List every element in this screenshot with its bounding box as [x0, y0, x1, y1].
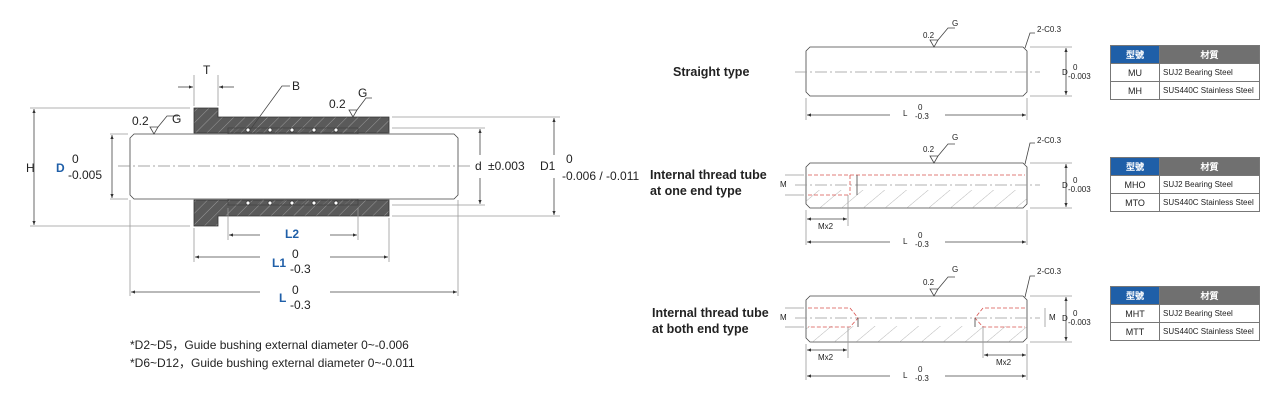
dim-D: D — [1062, 314, 1068, 323]
header-model: 型號 — [1110, 286, 1160, 305]
tol-lower: -0.3 — [915, 112, 929, 121]
material: SUS440C Stainless Steel — [1159, 81, 1260, 100]
tol-lower: -0.003 — [1068, 318, 1091, 327]
note: *D2~D5，Guide bushing external diameter 0… — [130, 338, 409, 352]
material: SUS440C Stainless Steel — [1159, 322, 1260, 341]
tol: ±0.003 — [488, 159, 525, 173]
label-B: B — [292, 79, 301, 93]
tol-upper: 0 — [72, 152, 79, 166]
tol-lower: -0.3 — [915, 240, 929, 249]
chamfer-label: 2-C0.3 — [1037, 136, 1062, 145]
dim-D1: D1 — [540, 159, 556, 173]
roughness-value: 0.2 — [923, 31, 935, 40]
tol-upper: 0 — [918, 365, 923, 374]
tol-lower: -0.3 — [290, 298, 311, 312]
label-G: G — [172, 112, 182, 126]
model-code: MU — [1110, 63, 1160, 82]
tol-upper: 0 — [918, 231, 923, 240]
dim-L: L — [903, 109, 908, 118]
tol-lower: -0.3 — [290, 262, 311, 276]
dim-Mx2: Mx2 — [818, 353, 834, 362]
header-material: 材質 — [1159, 286, 1260, 305]
tol-upper: 0 — [292, 283, 299, 297]
dim-M: M — [780, 313, 787, 322]
chamfer-label: 2-C0.3 — [1037, 267, 1062, 276]
pin-straight — [795, 27, 1072, 120]
tol-lower: -0.005 — [68, 168, 103, 182]
header-model: 型號 — [1110, 45, 1160, 64]
material: SUJ2 Bearing Steel — [1159, 175, 1260, 194]
dim-Mx2: Mx2 — [818, 222, 834, 231]
model-code: MH — [1110, 81, 1160, 100]
dim-M: M — [1049, 313, 1056, 322]
dim-L: L — [903, 371, 908, 380]
tol-lower: -0.006 / -0.011 — [562, 169, 640, 183]
dim-D: D — [1062, 181, 1068, 190]
material: SUS440C Stainless Steel — [1159, 193, 1260, 212]
tol-upper: 0 — [918, 103, 923, 112]
pin-one-end — [785, 142, 1072, 245]
roughness-value: 0.2 — [132, 114, 149, 128]
dim-T: T — [203, 63, 211, 77]
header-model: 型號 — [1110, 157, 1160, 176]
model-code: MHT — [1110, 304, 1160, 323]
dim-Mx2: Mx2 — [996, 358, 1012, 367]
label-G: G — [358, 86, 368, 100]
material: SUJ2 Bearing Steel — [1159, 63, 1260, 82]
dim-L: L — [279, 291, 287, 305]
roughness-value: 0.2 — [329, 97, 346, 111]
roughness-value: 0.2 — [923, 145, 935, 154]
tol-lower: -0.3 — [915, 374, 929, 383]
note: *D6~D12，Guide bushing external diameter … — [130, 356, 415, 370]
model-code: MTO — [1110, 193, 1160, 212]
dim-L2: L2 — [285, 227, 300, 241]
dim-D: D — [56, 161, 65, 175]
label-G: G — [952, 133, 959, 142]
tol-upper: 0 — [1073, 309, 1078, 318]
dim-M: M — [780, 180, 787, 189]
tol-upper: 0 — [1073, 176, 1078, 185]
material: SUJ2 Bearing Steel — [1159, 304, 1260, 323]
label-G: G — [952, 265, 959, 274]
tol-upper: 0 — [1073, 63, 1078, 72]
tol-lower: -0.003 — [1068, 72, 1091, 81]
header-material: 材質 — [1159, 157, 1260, 176]
dim-D: D — [1062, 68, 1068, 77]
pin-both-ends — [785, 275, 1072, 380]
shaft — [129, 133, 459, 200]
tol-upper: 0 — [566, 152, 573, 166]
model-code: MHO — [1110, 175, 1160, 194]
header-material: 材質 — [1159, 45, 1260, 64]
roughness-value: 0.2 — [923, 278, 935, 287]
dim-L1: L1 — [272, 256, 287, 270]
type-label-straight: Straight type — [673, 65, 750, 79]
model-code: MTT — [1110, 322, 1160, 341]
dim-d: d — [475, 159, 482, 173]
chamfer-label: 2-C0.3 — [1037, 25, 1062, 34]
dim-H: H — [26, 161, 35, 175]
dim-L: L — [903, 237, 908, 246]
tol-upper: 0 — [292, 247, 299, 261]
tol-lower: -0.003 — [1068, 185, 1091, 194]
label-G: G — [952, 19, 959, 28]
